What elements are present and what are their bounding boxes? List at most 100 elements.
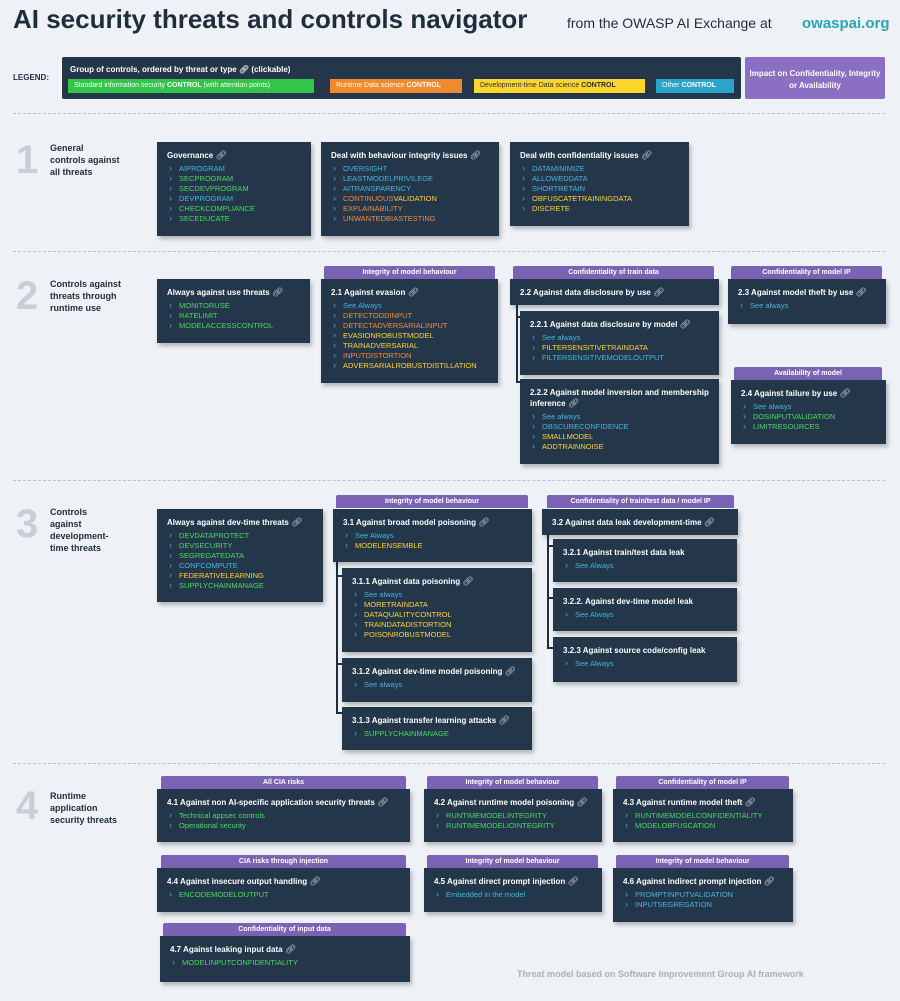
control-item[interactable]: DETECTADVERSARIALINPUT [331,320,488,331]
control-group-2-4-failure[interactable]: 2.4 Against failure by use 🔗︎ See always… [731,380,886,444]
control-group-3-1-3[interactable]: 3.1.3 Against transfer learning attacks … [342,707,532,750]
control-item[interactable]: MONITORUSE [167,300,300,311]
control-item[interactable]: ALLOWEDDATA [520,173,679,184]
control-group-3-1-1[interactable]: 3.1.1 Against data poisoning 🔗︎ See alwa… [342,568,532,652]
control-group-4-2-runtime-poisoning[interactable]: 4.2 Against runtime model poisoning 🔗︎ R… [424,789,602,842]
control-group-4-7-input-leak[interactable]: 4.7 Against leaking input data 🔗︎ MODELI… [160,936,410,982]
control-item[interactable]: See always [352,589,522,600]
control-item[interactable]: SECPROGRAM [167,173,301,184]
control-item[interactable]: AIPROGRAM [167,163,301,174]
control-item[interactable]: SEGREGATEDATA [167,550,313,561]
page-subtitle: from the OWASP AI Exchange at [567,15,772,31]
control-item[interactable]: See Always [343,530,522,541]
control-item[interactable]: DISCRETE [520,203,679,214]
control-item[interactable]: SECDEVPROGRAM [167,183,301,194]
control-group-3-2-leak[interactable]: 3.2 Against data leak development-time 🔗… [542,509,738,535]
control-group-2-2-disclosure[interactable]: 2.2 Against data disclosure by use 🔗︎ [510,279,719,305]
control-item[interactable]: SUPPLYCHAINMANAGE [167,580,313,591]
control-item[interactable]: MODELOBFUSCATION [623,820,783,831]
control-group-always-dev[interactable]: Always against dev-time threats 🔗︎ DEVDA… [157,509,323,602]
control-group-2-3-model-theft[interactable]: 2.3 Against model theft by use 🔗︎ See al… [728,279,886,324]
control-group-3-1-2[interactable]: 3.1.2 Against dev-time model poisoning 🔗… [342,658,532,702]
control-item[interactable]: DEVDATAPROTECT [167,530,313,541]
control-item[interactable]: INPUTSEGREGATION [623,899,783,910]
control-item[interactable]: See Always [331,300,488,311]
control-group-3-1-poisoning[interactable]: 3.1 Against broad model poisoning 🔗︎ See… [333,509,532,562]
control-item[interactable]: PROMPTINPUTVALIDATION [623,889,783,900]
control-item[interactable]: DEVPROGRAM [167,193,301,204]
control-item[interactable]: DEVSECURITY [167,540,313,551]
control-item[interactable]: LEASTMODELPRIVILEGE [331,173,489,184]
control-item[interactable]: DATAQUALITYCONTROL [352,609,522,620]
control-item[interactable]: FILTERSENSITIVETRAINDATA [530,342,709,353]
control-item[interactable]: POISONROBUSTMODEL [352,629,522,640]
control-group-confidentiality[interactable]: Deal with confidentiality issues 🔗︎ DATA… [510,142,689,226]
control-group-4-5-direct-injection[interactable]: 4.5 Against direct prompt injection 🔗︎ E… [424,868,602,912]
control-item[interactable]: ADDTRAINNOISE [530,441,709,452]
control-item[interactable]: INPUTDISTORTION [331,350,488,361]
control-item[interactable]: MORETRAINDATA [352,599,522,610]
control-item[interactable]: DOSINPUTVALIDATION [741,411,876,422]
control-group-3-2-2[interactable]: 3.2.2. Against dev-time model leak See A… [553,588,737,631]
control-group-3-2-3[interactable]: 3.2.3 Against source code/config leak Se… [553,637,737,682]
control-item[interactable]: See Always [563,658,727,669]
control-item[interactable]: CHECKCOMPLIANCE [167,203,301,214]
control-item[interactable]: ADVERSARIALROBUSTDISTILLATION [331,360,488,371]
control-item[interactable]: OBSCURECONFIDENCE [530,421,709,432]
control-item[interactable]: See always [741,401,876,412]
control-group-behaviour-integrity[interactable]: Deal with behaviour integrity issues 🔗︎ … [321,142,499,236]
control-item[interactable]: RATELIMIT [167,310,300,321]
control-item[interactable]: DATAMINIMIZE [520,163,679,174]
control-group-4-1-appsec[interactable]: 4.1 Against non AI-specific application … [157,789,410,842]
control-item[interactable]: Technical appsec controls [167,810,400,821]
control-group-4-6-indirect-injection[interactable]: 4.6 Against indirect prompt injection 🔗︎… [613,868,793,922]
control-item[interactable]: CONTINUOUSVALIDATION [331,193,489,204]
control-item[interactable]: CONFCOMPUTE [167,560,313,571]
control-group-always-use[interactable]: Always against use threats 🔗︎ MONITORUSE… [157,279,310,343]
link-icon: 🔗︎ [215,150,227,160]
impact-tag: Integrity of model behaviour [616,855,789,868]
link-icon: 🔗︎ [839,388,851,398]
control-item[interactable]: AITRANSPARENCY [331,183,489,194]
control-group-2-2-2[interactable]: 2.2.2 Against model inversion and member… [520,379,719,464]
control-group-3-2-1[interactable]: 3.2.1 Against train/test data leak See A… [553,539,737,582]
control-group-2-2-1[interactable]: 2.2.1 Against data disclosure by model 🔗… [520,311,719,375]
control-item[interactable]: MODELACCESSCONTROL [167,320,300,331]
control-item[interactable]: See always [738,300,876,311]
control-group-2-1-evasion[interactable]: 2.1 Against evasion 🔗︎ See Always DETECT… [321,279,498,383]
control-item[interactable]: See always [530,411,709,422]
control-group-governance[interactable]: Governance 🔗︎ AIPROGRAM SECPROGRAM SECDE… [157,142,311,236]
control-item[interactable]: SHORTRETAIN [520,183,679,194]
control-item[interactable]: RUNTIMEMODELINTEGRITY [434,810,592,821]
control-item[interactable]: UNWANTEDBIASTESTING [331,213,489,224]
control-item[interactable]: See Always [563,560,727,571]
control-item[interactable]: RUNTIMEMODELCONFIDENTIALITY [623,810,783,821]
control-item[interactable]: MODELINPUTCONFIDENTIALITY [170,957,400,968]
control-group-4-3-runtime-theft[interactable]: 4.3 Against runtime model theft 🔗︎ RUNTI… [613,789,793,842]
control-item[interactable]: FEDERATIVELEARNING [167,570,313,581]
control-item[interactable]: ENCODEMODELOUTPUT [167,889,400,900]
control-item[interactable]: See always [530,332,709,343]
control-item[interactable]: TRAINDATADISTORTION [352,619,522,630]
control-item[interactable]: EVASIONROBUSTMODEL [331,330,488,341]
control-item[interactable]: OBFUSCATETRAININGDATA [520,193,679,204]
control-item[interactable]: DETECTODDINPUT [331,310,488,321]
control-group-4-4-output-handling[interactable]: 4.4 Against insecure output handling 🔗︎ … [157,868,410,912]
control-item[interactable]: OVERSIGHT [331,163,489,174]
control-item[interactable]: See Always [563,609,727,620]
control-item[interactable]: TRAINADVERSARIAL [331,340,488,351]
control-item[interactable]: LIMITRESOURCES [741,421,876,432]
control-item[interactable]: MODELENSEMBLE [343,540,522,551]
box-title: 4.3 Against runtime model theft 🔗︎ [623,797,783,808]
control-item[interactable]: RUNTIMEMODELIOINTEGRITY [434,820,592,831]
control-item[interactable]: See always [352,679,522,690]
control-item[interactable]: FILTERSENSITIVEMODELOUTPUT [530,352,709,363]
link-icon: 🔗︎ [653,287,665,297]
control-item[interactable]: Embedded in the model [434,889,592,900]
control-item[interactable]: Operational security [167,820,400,831]
control-item[interactable]: SECEDUCATE [167,213,301,224]
site-link[interactable]: owaspai.org [802,15,890,32]
control-item[interactable]: SMALLMODEL [530,431,709,442]
control-item[interactable]: SUPPLYCHAINMANAGE [352,728,522,739]
control-item[interactable]: EXPLAINABILITY [331,203,489,214]
